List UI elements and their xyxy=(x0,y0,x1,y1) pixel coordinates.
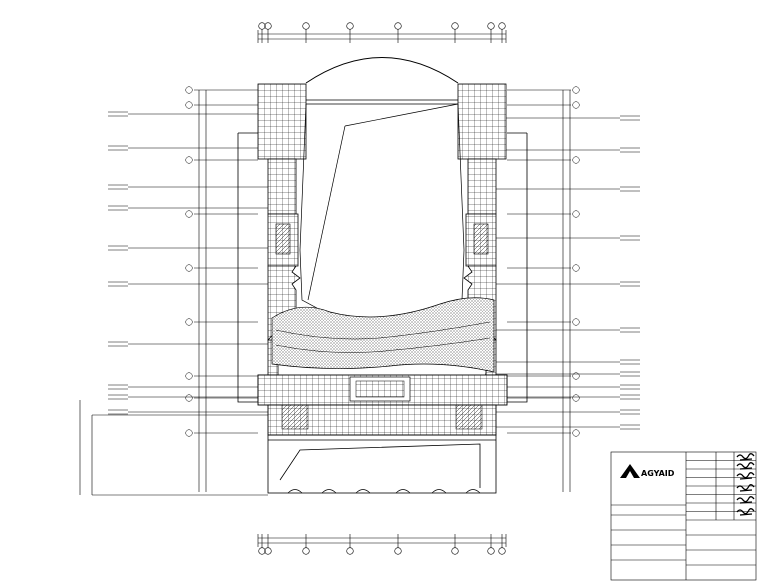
right-axis-lines xyxy=(507,86,580,437)
bottom-axis-bubble xyxy=(302,547,310,555)
company-logo-text: AGYAID xyxy=(641,469,675,478)
signature-mark xyxy=(736,453,755,461)
right-axis-bubble xyxy=(572,264,580,272)
signature-mark xyxy=(736,472,755,480)
right-axis-bubble xyxy=(572,156,580,164)
entrance-forecourt xyxy=(267,434,497,494)
top-axis-bubble xyxy=(451,22,459,30)
left-axis-bubble xyxy=(185,318,193,326)
bottom-axis-bubble xyxy=(451,547,459,555)
site-boundary xyxy=(79,400,268,496)
signature-mark xyxy=(736,508,755,516)
right-axis-bubble xyxy=(572,372,580,380)
left-dimension-rail xyxy=(198,90,207,492)
top-axis-bubble xyxy=(394,22,402,30)
bottom-axis-bubble xyxy=(346,547,354,555)
left-axis-bubble xyxy=(185,372,193,380)
left-axis-bubble xyxy=(185,429,193,437)
left-callouts xyxy=(108,111,275,415)
bottom-dimension-line xyxy=(257,534,507,547)
lobby-band xyxy=(257,374,508,436)
right-callouts xyxy=(485,115,640,430)
right-axis-bubble xyxy=(572,210,580,218)
tower-left xyxy=(257,83,307,267)
right-axis-bubble xyxy=(572,101,580,109)
left-axis-bubble xyxy=(185,156,193,164)
bottom-axis-bubble xyxy=(264,547,272,555)
right-dimension-rail xyxy=(562,90,571,492)
top-axis-bubbles xyxy=(258,22,506,43)
right-axis-bubble xyxy=(572,394,580,402)
top-axis-bubble xyxy=(258,22,266,30)
right-axis-bubble xyxy=(572,318,580,326)
top-axis-bubble xyxy=(498,22,506,30)
auditorium-void xyxy=(299,103,465,321)
left-axis-bubble xyxy=(185,394,193,402)
bottom-axis-bubble xyxy=(394,547,402,555)
top-axis-bubble xyxy=(487,22,495,30)
left-axis-lines xyxy=(185,86,258,437)
signature-mark xyxy=(736,484,755,492)
left-axis-bubble xyxy=(185,86,193,94)
bottom-axis-bubbles xyxy=(258,534,506,555)
top-axis-bubble xyxy=(264,22,272,30)
signature-mark xyxy=(736,462,755,470)
bottom-axis-bubble xyxy=(498,547,506,555)
top-dimension-line xyxy=(257,30,507,43)
left-axis-bubble xyxy=(185,101,193,109)
signature-marks xyxy=(736,453,755,516)
right-axis-bubble xyxy=(572,429,580,437)
right-axis-bubble xyxy=(572,86,580,94)
tower-right xyxy=(457,83,507,267)
signature-mark xyxy=(736,496,755,504)
top-axis-bubble xyxy=(346,22,354,30)
left-axis-bubble xyxy=(185,264,193,272)
title-block-logo: AGYAID xyxy=(620,464,675,478)
left-axis-bubble xyxy=(185,210,193,218)
top-axis-bubble xyxy=(302,22,310,30)
bottom-axis-bubble xyxy=(487,547,495,555)
bottom-axis-bubble xyxy=(258,547,266,555)
seating-tiers xyxy=(271,297,495,373)
